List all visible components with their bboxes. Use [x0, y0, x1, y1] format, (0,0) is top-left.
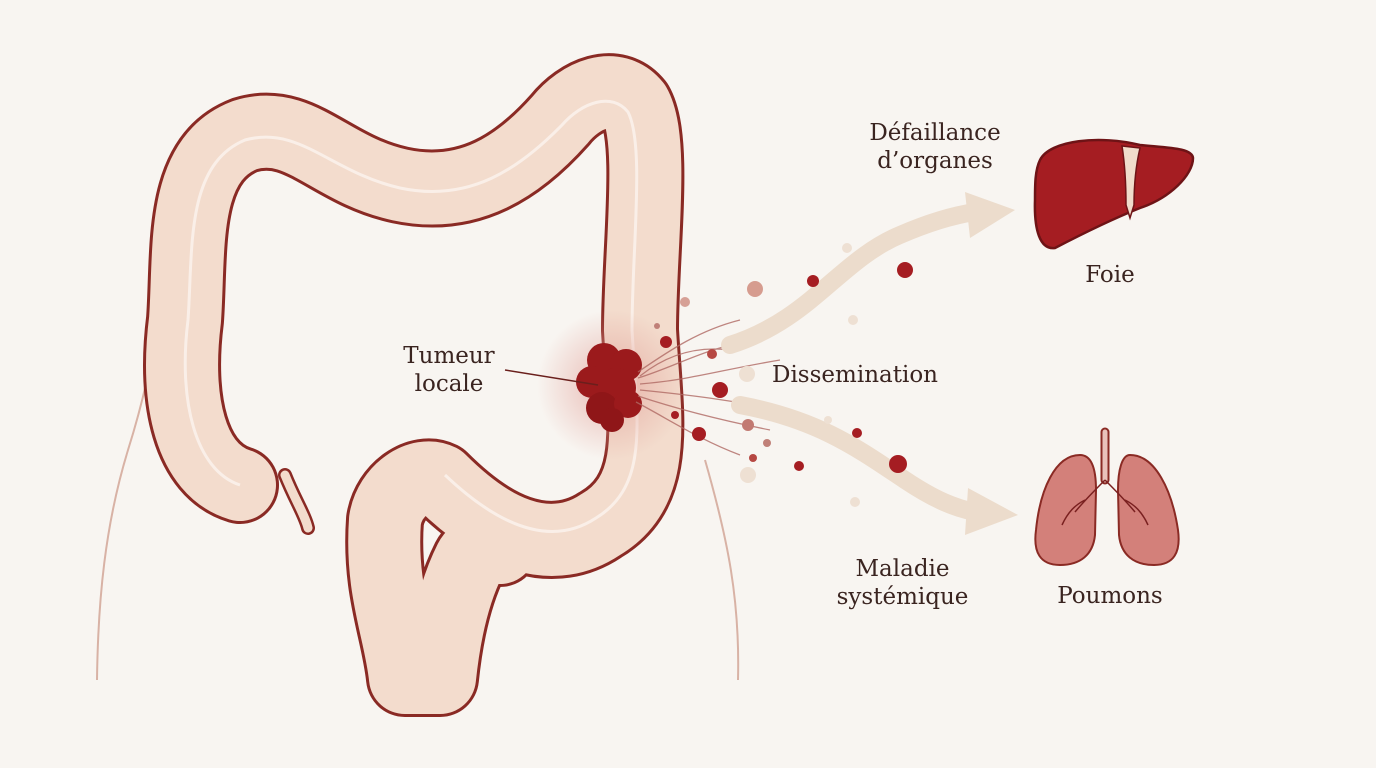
label-dissemination: Dissemination: [772, 362, 938, 388]
label-organ-failure-line1: Défaillance: [869, 120, 1001, 146]
label-systemic-disease: Maladie systémique: [830, 555, 975, 611]
colon-illustration: [143, 53, 685, 717]
tumor-leader-line: [504, 369, 599, 386]
label-lungs: Poumons: [1057, 583, 1163, 609]
label-systemic-line1: Maladie: [855, 556, 950, 582]
cell-particles: [654, 243, 913, 507]
tumor-mass: [576, 343, 642, 432]
spread-arrow-upper: [721, 192, 1015, 354]
lungs-icon: [1034, 427, 1180, 567]
liver-icon: [1033, 138, 1195, 250]
label-tumor: Tumeur locale: [394, 342, 504, 398]
label-tumor-line1: Tumeur: [403, 343, 495, 369]
label-tumor-line2: locale: [414, 371, 484, 397]
label-organ-failure-line2: d’organes: [877, 148, 993, 174]
label-systemic-line2: systémique: [836, 584, 969, 610]
label-organ-failure: Défaillance d’organes: [860, 119, 1010, 175]
spread-arrow-lower: [731, 396, 1018, 535]
body-outline-right: [704, 459, 740, 681]
label-liver: Foie: [1085, 262, 1135, 288]
